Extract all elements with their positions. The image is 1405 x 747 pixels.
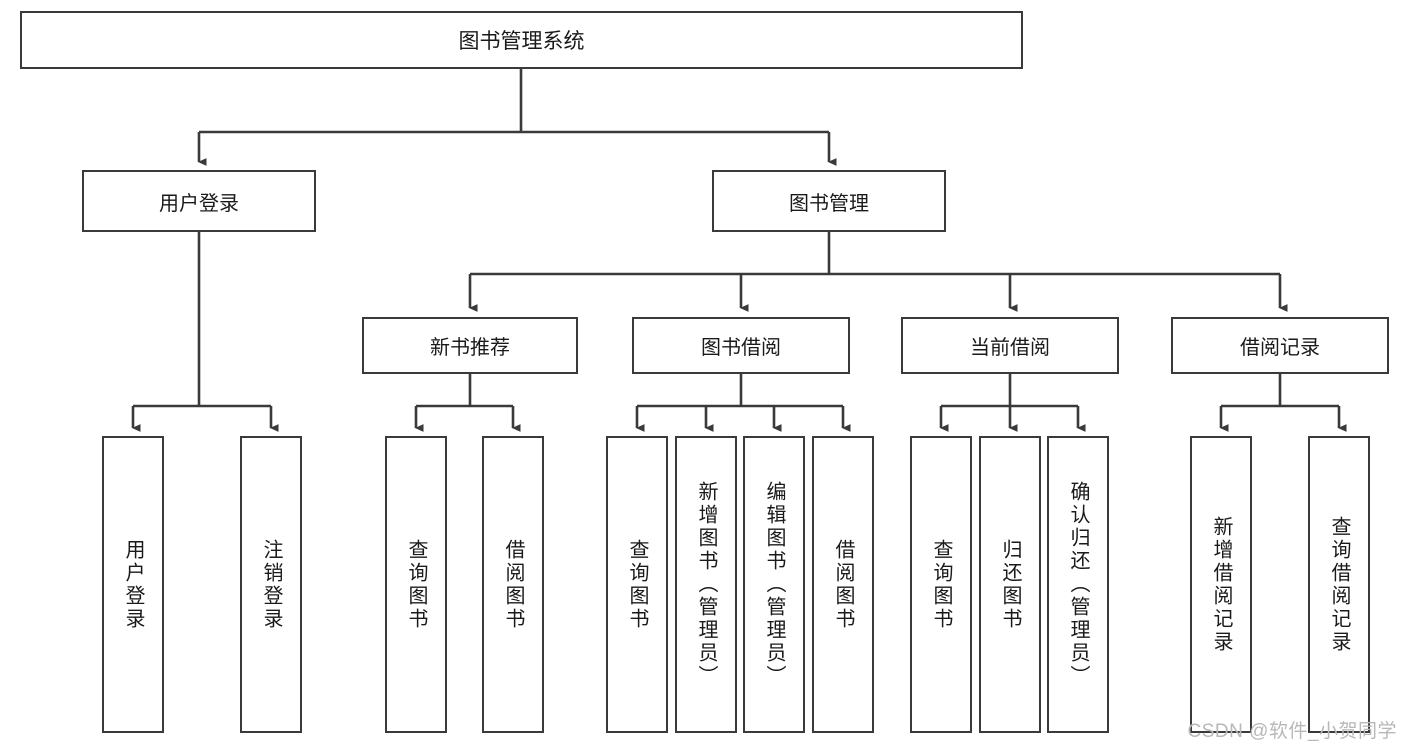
node-book-management[interactable]: 图书管理 [712, 170, 946, 232]
node-book-borrow[interactable]: 图书借阅 [632, 317, 850, 374]
node-label: 注销登录 [260, 538, 282, 631]
node-leaf-query-record[interactable]: 查询借阅记录 [1308, 436, 1370, 733]
node-leaf-confirm-return[interactable]: 确认归还（管理员） [1047, 436, 1109, 733]
node-leaf-add-book[interactable]: 新增图书（管理员） [675, 436, 737, 733]
node-label: 查询图书 [405, 538, 427, 631]
node-label: 图书管理系统 [458, 30, 585, 53]
node-label: 用户登录 [159, 192, 239, 215]
node-leaf-return-book[interactable]: 归还图书 [979, 436, 1041, 733]
node-label: 借阅记录 [1240, 337, 1320, 359]
node-label: 确认归还（管理员） [1067, 481, 1089, 688]
node-label: 当前借阅 [970, 337, 1050, 359]
node-leaf-query-book-3[interactable]: 查询图书 [910, 436, 972, 733]
node-label: 查询图书 [930, 538, 952, 631]
node-leaf-query-book-2[interactable]: 查询图书 [606, 436, 668, 733]
node-leaf-user-login[interactable]: 用户登录 [102, 436, 164, 733]
node-label: 新增图书（管理员） [695, 481, 717, 688]
node-new-book-recommend[interactable]: 新书推荐 [362, 317, 578, 374]
node-root-book-management-system[interactable]: 图书管理系统 [20, 11, 1023, 69]
node-leaf-query-book-1[interactable]: 查询图书 [385, 436, 447, 733]
node-user-login[interactable]: 用户登录 [82, 170, 316, 232]
node-label: 查询借阅记录 [1328, 515, 1350, 654]
node-label: 图书借阅 [701, 337, 781, 359]
node-leaf-logout[interactable]: 注销登录 [240, 436, 302, 733]
node-leaf-add-record[interactable]: 新增借阅记录 [1190, 436, 1252, 733]
node-label: 新书推荐 [430, 337, 510, 359]
node-leaf-borrow-book-1[interactable]: 借阅图书 [482, 436, 544, 733]
node-label: 借阅图书 [502, 538, 524, 631]
watermark-text: CSDN @软件_小贺同学 [1187, 721, 1397, 742]
node-borrow-record[interactable]: 借阅记录 [1171, 317, 1389, 374]
node-current-borrow[interactable]: 当前借阅 [901, 317, 1119, 374]
node-leaf-edit-book[interactable]: 编辑图书（管理员） [743, 436, 805, 733]
node-label: 借阅图书 [832, 538, 854, 631]
node-leaf-borrow-book-2[interactable]: 借阅图书 [812, 436, 874, 733]
node-label: 图书管理 [789, 192, 869, 215]
node-label: 用户登录 [122, 538, 144, 631]
node-label: 编辑图书（管理员） [763, 481, 785, 688]
node-label: 归还图书 [999, 538, 1021, 631]
node-label: 新增借阅记录 [1210, 515, 1232, 654]
node-label: 查询图书 [626, 538, 648, 631]
